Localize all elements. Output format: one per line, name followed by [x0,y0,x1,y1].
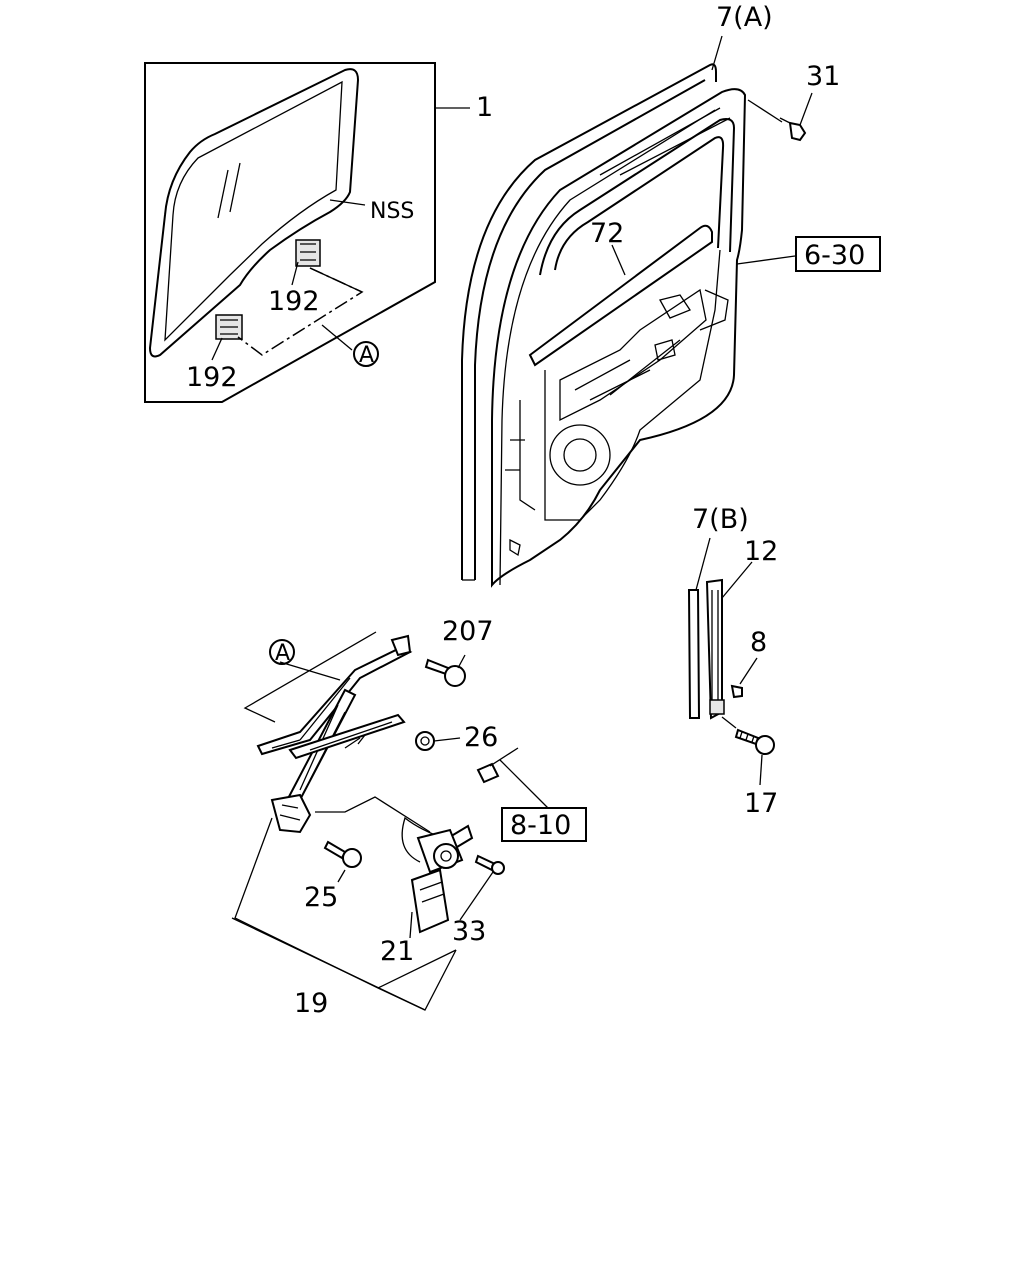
belt-seal-72 [528,224,713,367]
callout-circle-a-top [353,341,379,367]
regulator-assembly [231,631,549,1011]
weatherstrip-b [687,589,701,719]
label-bolt-207: 207 [442,616,494,647]
label-clip-192-lower: 192 [186,362,238,393]
label-weatherstrip-7b: 7(B) [692,504,749,535]
label-motor-21: 21 [380,936,414,967]
bolt-25 [323,840,362,868]
door-glass [148,68,360,358]
label-part-1: 1 [476,92,493,123]
label-screw-33: 33 [452,916,486,947]
channel-12 [705,578,723,720]
callout-circle-a-bottom [269,639,295,665]
bolt-207 [424,658,466,687]
label-nut-26: 26 [464,722,498,753]
label-weatherstrip-7a: 7(A) [716,2,773,33]
label-bolt-17: 17 [744,788,778,819]
window-motor-21 [410,828,464,934]
label-regulator-19: 19 [294,988,328,1019]
nut-26 [415,731,435,751]
label-circle-a-bottom: A [275,641,290,666]
reference-box-8-10[interactable]: 8-10 [501,807,587,842]
glass-inset-box [144,62,470,403]
label-channel-12: 12 [744,536,778,567]
run-channel-group [687,537,775,786]
label-bolt-25: 25 [304,882,338,913]
label-ref-8-10: 8-10 [510,810,571,841]
bolt-17 [734,728,775,755]
weatherstrip-a [461,63,717,580]
clip-8 [730,684,743,699]
glass-clip-upper [295,239,321,267]
door-panel [461,35,813,588]
screw-31 [779,117,807,142]
reference-box-6-30[interactable]: 6-30 [795,236,881,272]
label-clip-192-upper: 192 [268,286,320,317]
label-clip-8: 8 [750,627,767,658]
label-circle-a-top: A [359,343,374,368]
label-screw-31: 31 [806,61,840,92]
label-ref-6-30: 6-30 [804,240,865,271]
label-nss: NSS [370,199,414,224]
label-seal-72: 72 [590,218,624,249]
screw-33 [474,854,505,875]
glass-clip-lower [215,314,243,340]
